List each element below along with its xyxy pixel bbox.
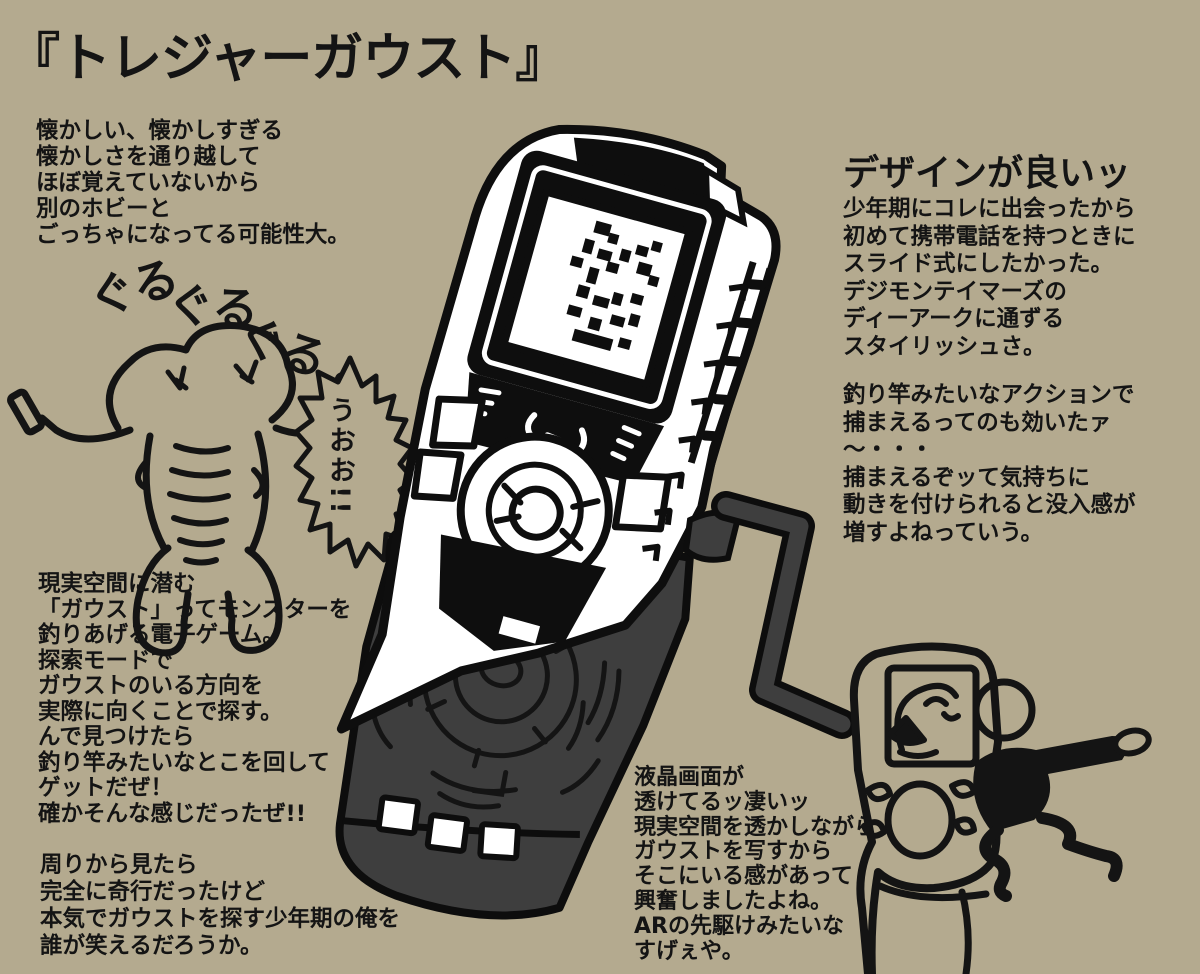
device-screen-pixel-monster <box>566 220 663 352</box>
device-top-notch <box>702 164 748 228</box>
device-screen-inner-frame <box>481 165 712 409</box>
player-head <box>972 678 1036 742</box>
note-screen: 液晶画面が 透けてるッ凄いッ 現実空間を透かしながら ガウストを写すから そこに… <box>634 765 877 964</box>
player-hand <box>1112 727 1152 757</box>
held-device-fold-line <box>876 882 990 902</box>
kid-face-scribbles <box>165 359 259 391</box>
kid-head-motion-blur <box>106 322 296 432</box>
kid-torso-outline <box>142 430 270 554</box>
artwork-title: 『トレジャーガウスト』 <box>8 29 567 89</box>
note-action: 釣り竿みたいなアクションで 捕まえるってのも効いたァ～・・・ 捕まえるぞッて気持… <box>843 382 1136 546</box>
gaust-ghost-doodle <box>887 683 961 759</box>
held-device-buttons <box>861 779 977 860</box>
note-memory: 周りから見たら 完全に奇行だったけど 本気でガウストを探す少年期の俺を 誰が笑え… <box>40 852 401 959</box>
crank-mount <box>682 509 742 563</box>
device-lower-shadow <box>439 534 607 651</box>
player-body-arm <box>973 736 1129 832</box>
shout-text: うおお!! <box>324 396 355 517</box>
device-latch-tab <box>498 616 541 644</box>
gaust-device <box>335 124 781 920</box>
player-silhouette <box>972 678 1152 902</box>
kid-spin-stripes <box>167 443 231 566</box>
holdup-scene <box>849 642 1152 974</box>
note-gameplay: 現実空間に潜む 「ガウスト」ってモンスターを 釣りあげる電子ゲーム。 探索モード… <box>38 571 352 827</box>
held-device-wrist-line <box>958 888 972 974</box>
design-heading: デザインが良いッ <box>843 153 1132 194</box>
device-grip-chevrons <box>642 283 748 562</box>
kid-right-leg <box>224 546 283 654</box>
kid-hip-curls <box>135 459 266 499</box>
crank-arm <box>717 497 851 733</box>
device-crank <box>682 491 857 739</box>
device-base-buttons <box>375 794 521 862</box>
note-nostalgia: 懐かしい、懐かしすぎる 懐かしさを通り越して ほぼ覚えていないから 別のホビーと… <box>36 118 350 248</box>
kid-left-leg <box>132 544 192 657</box>
device-upper-shell <box>336 124 781 734</box>
spinning-kid-doodle <box>7 322 358 657</box>
device-dpad-cross <box>493 482 601 552</box>
kid-left-arm <box>38 414 134 443</box>
device-rail-stripes <box>700 279 767 442</box>
kid-left-hand-device <box>7 388 45 436</box>
note-design: 少年期にコレに出会ったから 初めて携帯電話を持つときに スライド式にしたかった。… <box>843 196 1136 360</box>
player-legs <box>979 812 1123 902</box>
shout-bubble <box>293 355 417 569</box>
device-screen <box>499 187 694 389</box>
